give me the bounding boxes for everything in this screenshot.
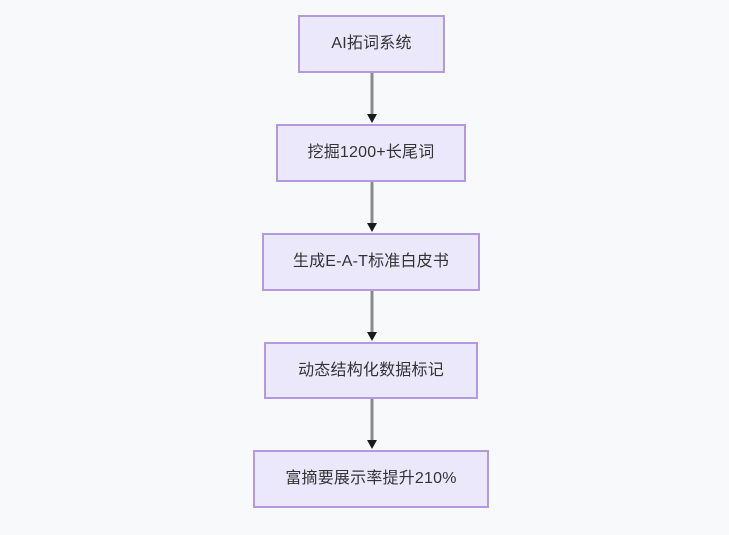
node-label: 动态结构化数据标记 [298, 361, 444, 379]
flowchart-node-rich-snippet-result[interactable]: 富摘要展示率提升210% [253, 450, 489, 508]
down-arrow-icon [366, 440, 377, 449]
flowchart-edge-n1-n2 [370, 182, 373, 225]
node-label: 挖掘1200+长尾词 [307, 144, 435, 161]
down-arrow-icon [366, 114, 377, 123]
down-arrow-icon [366, 332, 377, 341]
down-arrow-icon [366, 223, 377, 232]
flowchart-node-eat-whitepaper[interactable]: 生成E-A-T标准白皮书 [262, 233, 480, 291]
flowchart-node-longtail-keywords[interactable]: 挖掘1200+长尾词 [276, 124, 466, 182]
flowchart-node-structured-data-markup[interactable]: 动态结构化数据标记 [264, 342, 478, 399]
node-label: 富摘要展示率提升210% [285, 470, 457, 487]
flowchart-edge-n0-n1 [370, 73, 373, 116]
node-label: AI拓词系统 [331, 35, 412, 52]
flowchart-node-ai-keyword-system[interactable]: AI拓词系统 [298, 15, 445, 73]
flowchart-edge-n3-n4 [370, 399, 373, 442]
flowchart-edge-n2-n3 [370, 291, 373, 334]
node-label: 生成E-A-T标准白皮书 [292, 253, 450, 270]
